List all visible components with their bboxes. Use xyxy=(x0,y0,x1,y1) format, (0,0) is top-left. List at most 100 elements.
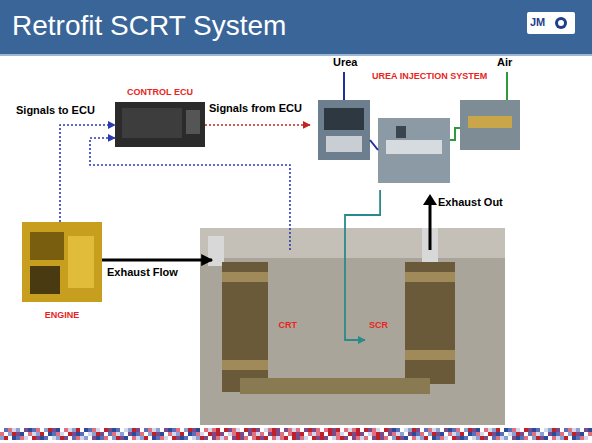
stripe-cell xyxy=(144,436,148,440)
stripe-cell xyxy=(188,428,192,432)
stripe-cell xyxy=(368,428,372,432)
stripe-cell xyxy=(540,432,544,436)
stripe-cell xyxy=(412,428,416,432)
stripe-cell xyxy=(28,432,32,436)
stripe-cell xyxy=(212,432,216,436)
stripe-cell xyxy=(272,436,276,440)
stripe-cell xyxy=(96,428,100,432)
stripe-cell xyxy=(580,432,584,436)
ecu-box: CONTROL ECU xyxy=(115,86,205,147)
stripe-cell xyxy=(500,436,504,440)
stripe-cell xyxy=(300,436,304,440)
stripe-cell xyxy=(12,432,16,436)
stripe-cell xyxy=(408,428,412,432)
part-label: CRT xyxy=(279,320,298,330)
stripe-cell xyxy=(484,428,488,432)
logo-plate xyxy=(527,12,575,34)
stripe-cell xyxy=(332,428,336,432)
stripe-cell xyxy=(476,428,480,432)
edge-label: Signals to ECU xyxy=(15,104,96,117)
stripe-cell xyxy=(112,428,116,432)
stripe-cell xyxy=(352,436,356,440)
stripe-cell xyxy=(340,436,344,440)
stripe-cell xyxy=(516,436,520,440)
stripe-cell xyxy=(268,428,272,432)
stripe-cell xyxy=(376,436,380,440)
stripe-cell xyxy=(316,436,320,440)
stripe-cell xyxy=(64,428,68,432)
stripe-cell xyxy=(448,428,452,432)
stripe-cell xyxy=(276,436,280,440)
stripe-cell xyxy=(60,436,64,440)
stripe-cell xyxy=(352,432,356,436)
connecting-pipe xyxy=(240,378,430,394)
stripe-cell xyxy=(400,432,404,436)
urea-dosing-line xyxy=(345,190,380,340)
stripe-cell xyxy=(348,428,352,432)
stripe-cell xyxy=(164,436,168,440)
stripe-cell xyxy=(356,436,360,440)
stripe-cell xyxy=(440,436,444,440)
stripe-cell xyxy=(344,436,348,440)
stripe-cell xyxy=(88,432,92,436)
stripe-cell xyxy=(196,432,200,436)
stripe-cell xyxy=(236,436,240,440)
stripe-cell xyxy=(100,436,104,440)
stripe-cell xyxy=(172,428,176,432)
stripe-cell xyxy=(568,428,572,432)
air-valve-photo xyxy=(460,100,520,150)
stripe-cell xyxy=(532,432,536,436)
stripe-cell xyxy=(168,428,172,432)
stripe-cell xyxy=(496,436,500,440)
stripe-cell xyxy=(396,436,400,440)
stripe-cell xyxy=(180,432,184,436)
stripe-cell xyxy=(444,436,448,440)
stripe-cell xyxy=(4,428,8,432)
stripe-cell xyxy=(188,432,192,436)
stripe-cell xyxy=(256,432,260,436)
stripe-cell xyxy=(456,432,460,436)
stripe-cell xyxy=(260,432,264,436)
stripe-cell xyxy=(452,436,456,440)
stripe-cell xyxy=(84,436,88,440)
stripe-cell xyxy=(364,428,368,432)
stripe-cell xyxy=(324,428,328,432)
stripe-cell xyxy=(336,432,340,436)
stripe-cell xyxy=(392,432,396,436)
urea-feed-line xyxy=(343,72,345,100)
stripe-cell xyxy=(416,432,420,436)
stripe-cell xyxy=(204,436,208,440)
stripe-cell xyxy=(556,428,560,432)
stripe-cell xyxy=(444,428,448,432)
stripe-cell xyxy=(320,432,324,436)
air-valve-photo xyxy=(468,116,512,128)
stripe-cell xyxy=(524,436,528,440)
stripe-cell xyxy=(536,436,540,440)
stripe-cell xyxy=(248,428,252,432)
feed-label: Air xyxy=(497,56,512,69)
stripe-cell xyxy=(528,432,532,436)
stripe-cell xyxy=(528,428,532,432)
air-line xyxy=(450,128,460,140)
stripe-cell xyxy=(16,436,20,440)
stripe-cell xyxy=(48,428,52,432)
stripe-cell xyxy=(116,432,120,436)
edge-label: Signals from ECU xyxy=(208,102,303,115)
stripe-cell xyxy=(308,428,312,432)
control-signal-line xyxy=(205,124,310,126)
stripe-cell xyxy=(156,428,160,432)
stripe-cell xyxy=(256,428,260,432)
scr-can xyxy=(405,272,455,282)
part-label: UREA INJECTION SYSTEM xyxy=(372,71,487,81)
stripe-cell xyxy=(104,428,108,432)
aftertreatment-photo xyxy=(200,228,505,425)
stripe-cell xyxy=(220,436,224,440)
stripe-cell xyxy=(580,436,584,440)
stripe-cell xyxy=(412,432,416,436)
stripe-cell xyxy=(500,432,504,436)
stripe-cell xyxy=(484,436,488,440)
stripe-cell xyxy=(328,432,332,436)
stripe-cell xyxy=(56,436,60,440)
stripe-cell xyxy=(20,432,24,436)
stripe-cell xyxy=(272,428,276,432)
